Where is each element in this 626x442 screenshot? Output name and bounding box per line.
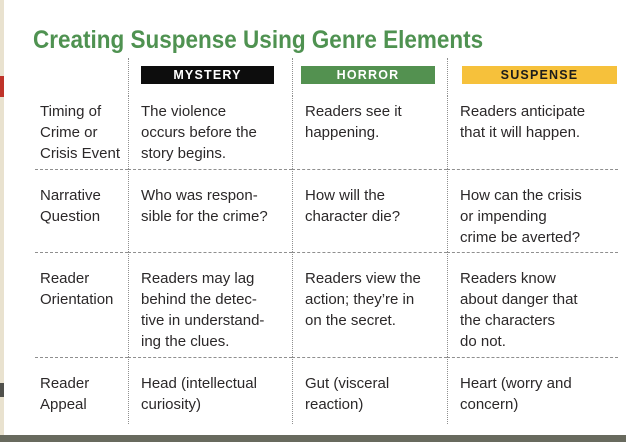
column-header-suspense-cell: SUSPENSE <box>447 58 618 96</box>
cell-question-horror: How will the character die? <box>292 169 447 252</box>
cell-question-mystery: Who was respon- sible for the crime? <box>128 169 292 252</box>
column-header-mystery: MYSTERY <box>141 66 274 84</box>
cell-appeal-horror: Gut (visceral reaction) <box>292 357 447 424</box>
genre-comparison-table: MYSTERY HORROR SUSPENSE Timing of Crime … <box>35 58 618 424</box>
row-label-timing: Timing of Crime or Crisis Event <box>40 103 121 162</box>
page-edge-strip <box>0 0 4 435</box>
cell-question-suspense: How can the crisis or impending crime be… <box>447 169 618 252</box>
cell-timing-suspense: Readers anticipate that it will happen. <box>447 96 618 169</box>
column-header-mystery-cell: MYSTERY <box>128 58 292 96</box>
page-title: Creating Suspense Using Genre Elements <box>33 26 484 54</box>
header-spacer <box>35 58 128 96</box>
cell-appeal-mystery: Head (intellectual curiosity) <box>128 357 292 424</box>
row-label-reader-appeal: Reader Appeal <box>35 357 128 424</box>
row-label-narrative-question: Narrative Question <box>35 169 128 252</box>
row-label-reader-orientation: Reader Orientation <box>35 252 128 357</box>
column-header-horror-cell: HORROR <box>292 58 447 96</box>
cell-appeal-suspense: Heart (worry and concern) <box>447 357 618 424</box>
column-header-horror: HORROR <box>301 66 435 84</box>
cell-timing-horror: Readers see it happening. <box>292 96 447 169</box>
bottom-edge-band <box>0 435 626 442</box>
cell-orientation-mystery: Readers may lag behind the detec- tive i… <box>128 252 292 357</box>
cell-orientation-horror: Readers view the action; they’re in on t… <box>292 252 447 357</box>
dark-edge-mark <box>0 383 4 397</box>
cell-timing-mystery: The violence occurs before the story beg… <box>128 96 292 169</box>
red-edge-mark <box>0 76 4 97</box>
cell-orientation-suspense: Readers know about danger that the chara… <box>447 252 618 357</box>
column-header-suspense: SUSPENSE <box>462 66 617 84</box>
